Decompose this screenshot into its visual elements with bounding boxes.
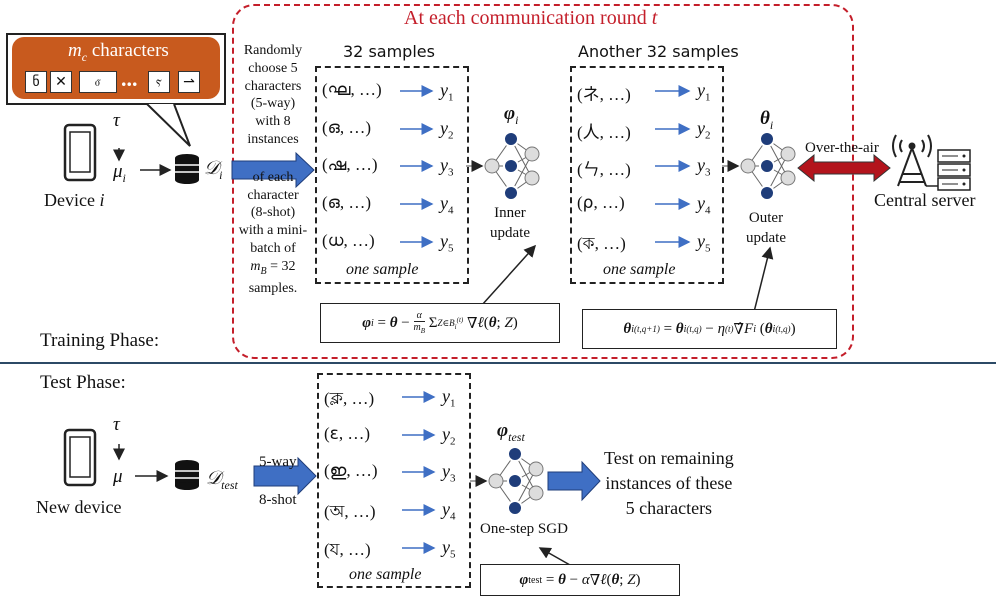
round-title: At each communication round t bbox=[404, 7, 658, 29]
training-phase-label: Training Phase: bbox=[40, 330, 160, 351]
test-y1: y1 bbox=[442, 386, 456, 410]
char-tile-2: ✕ bbox=[50, 71, 72, 93]
phase-divider bbox=[0, 362, 996, 364]
dataset-test-label: 𝒟test bbox=[206, 468, 238, 492]
test-sample-row-2: (ɛ, …) bbox=[324, 424, 371, 444]
test-sample-row-3: (ഇ, …) bbox=[324, 461, 378, 481]
inner-sample-row-2: (ഒ, …) bbox=[322, 118, 371, 138]
one-step-sgd-label: One-step SGD bbox=[480, 521, 568, 537]
outer-sample-row-1: (ネ, …) bbox=[577, 85, 631, 105]
test-samples-box bbox=[317, 373, 471, 588]
antenna-tower-icon bbox=[892, 134, 932, 187]
mu-i-label: μi bbox=[113, 161, 126, 185]
phi-i-label: φi bbox=[504, 103, 519, 127]
inner-one-sample: one sample bbox=[346, 261, 419, 278]
outer-y1: y1 bbox=[697, 80, 711, 104]
test-one-sample: one sample bbox=[349, 566, 422, 583]
characters-label: mc characters bbox=[68, 40, 169, 64]
char-tile-1: ნ bbox=[25, 71, 47, 93]
test-sample-row-5: (য, …) bbox=[324, 540, 371, 560]
new-device-label: New device bbox=[36, 497, 122, 517]
test-mu-label: μ bbox=[113, 466, 123, 487]
inner-sample-row-4: (ഒ, …) bbox=[322, 193, 371, 213]
outer-y3: y3 bbox=[697, 155, 711, 179]
device-phone-icon bbox=[63, 123, 97, 182]
test-y3: y3 bbox=[442, 461, 456, 485]
outer-network-icon bbox=[740, 131, 796, 201]
outer-y2: y2 bbox=[697, 118, 711, 142]
outer-y5: y5 bbox=[697, 231, 711, 255]
test-sample-row-1: (ক্ল, …) bbox=[324, 389, 375, 409]
outer-y4: y4 bbox=[697, 193, 711, 217]
new-device-phone-icon bbox=[63, 428, 97, 487]
test-tau-label: τ bbox=[113, 414, 120, 435]
inner-samples-title: 32 samples bbox=[343, 42, 435, 61]
test-database-icon bbox=[175, 460, 199, 490]
outer-sample-row-4: (ρ, …) bbox=[577, 193, 625, 213]
phi-test-label: φtest bbox=[497, 420, 525, 444]
test-arrow-bottom-label: 8-shot bbox=[259, 492, 297, 508]
test-sample-row-4: (অ, …) bbox=[324, 502, 376, 522]
test-arrow-top-label: 5-way bbox=[259, 454, 297, 470]
inner-y1: y1 bbox=[440, 80, 454, 104]
inner-samples-box bbox=[315, 66, 469, 284]
over-the-air-label: Over-the-air bbox=[805, 140, 879, 156]
theta-i-label: θi bbox=[760, 108, 774, 132]
database-icon bbox=[175, 154, 199, 184]
inner-y3: y3 bbox=[440, 155, 454, 179]
outer-samples-title: Another 32 samples bbox=[578, 42, 739, 61]
inner-y5: y5 bbox=[440, 231, 454, 255]
communication-round-frame bbox=[232, 4, 854, 359]
outer-one-sample: one sample bbox=[603, 261, 676, 278]
outer-sample-row-3: (ㄣ, …) bbox=[577, 160, 631, 180]
outer-samples-box bbox=[570, 66, 724, 284]
central-server-label: Central server bbox=[874, 190, 976, 210]
char-tile-6: ⇀ bbox=[178, 71, 200, 93]
device-i-label: Device i bbox=[44, 190, 105, 210]
inner-y4: y4 bbox=[440, 193, 454, 217]
task-description: Randomly choose 5 characters (5-way) wit… bbox=[238, 43, 308, 297]
test-y5: y5 bbox=[442, 537, 456, 561]
tau-label: τ bbox=[113, 110, 120, 131]
inner-network-icon bbox=[484, 131, 540, 201]
char-ellipsis: ... bbox=[121, 66, 138, 91]
test-network-icon bbox=[488, 446, 544, 516]
test-y4: y4 bbox=[442, 499, 456, 523]
inner-sample-row-1: (ഘ, …) bbox=[322, 80, 382, 100]
outer-sample-row-5: (ক, …) bbox=[577, 234, 626, 254]
test-phase-label: Test Phase: bbox=[40, 372, 126, 393]
inner-sample-row-5: (ധ, …) bbox=[322, 231, 375, 251]
char-tile-5: ⲋ bbox=[148, 71, 170, 93]
char-tile-3: ⳝ bbox=[79, 71, 117, 93]
server-icon bbox=[937, 149, 971, 191]
dataset-di-label: 𝒟i bbox=[204, 158, 223, 182]
outer-sample-row-2: (人, …) bbox=[577, 123, 631, 143]
test-y2: y2 bbox=[442, 424, 456, 448]
inner-y2: y2 bbox=[440, 118, 454, 142]
inner-sample-row-3: (ഷ, …) bbox=[322, 155, 378, 175]
